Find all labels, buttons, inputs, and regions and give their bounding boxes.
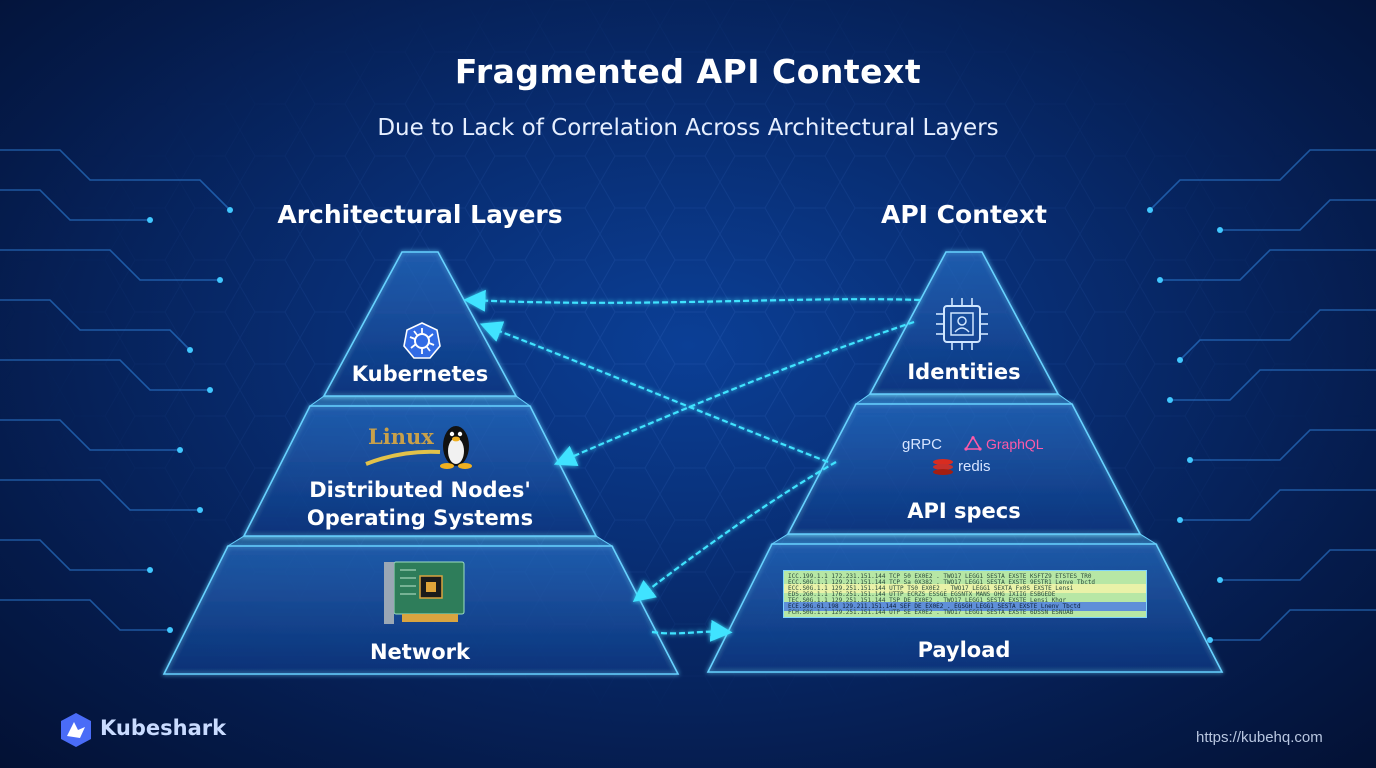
circuit-node [207, 387, 213, 393]
page-subtitle: Due to Lack of Correlation Across Archit… [377, 115, 999, 141]
circuit-trace [1149, 149, 1376, 211]
payload-row: ECC.S0G.1.1 129.211.151.144 TCP Sa 0X382… [788, 579, 1096, 586]
correlation-connectors [463, 289, 921, 642]
circuit-node [1207, 637, 1213, 643]
connector-network-to-payload [651, 619, 733, 642]
network-label: Network [369, 640, 470, 664]
circuit-trace [1220, 549, 1376, 581]
identity-chip-icon [936, 298, 988, 350]
circuit-trace [0, 249, 220, 281]
payload-row: ICC.199.1.1 172.231.151.144 TCP 50 EX0E2… [788, 573, 1092, 580]
identities-label: Identities [907, 360, 1021, 384]
payload-label: Payload [917, 638, 1011, 662]
circuit-trace [0, 479, 200, 511]
circuit-trace [1170, 369, 1376, 401]
circuit-node [167, 627, 173, 633]
circuit-node [197, 507, 203, 513]
circuit-trace [0, 599, 170, 631]
circuit-trace [1160, 249, 1376, 281]
circuit-node [1177, 517, 1183, 523]
os-tier-slab [226, 535, 614, 547]
os-label: Distributed Nodes' Operating Systems [270, 476, 570, 532]
linux-tux-icon: Linux [365, 424, 472, 469]
network-card-icon [384, 561, 465, 624]
circuit-trace [0, 419, 180, 451]
circuit-trace [0, 299, 191, 351]
graphql-icon [964, 436, 982, 451]
right-column-heading: API Context [881, 200, 1047, 229]
grpc-logo: gRPC [902, 436, 943, 453]
linux-logo-text: Linux [368, 424, 434, 449]
packet-capture-icon: ICC.199.1.1 172.231.151.144 TCP 50 EX0E2… [783, 570, 1147, 618]
left-column-heading: Architectural Layers [277, 200, 563, 229]
payload-row: ECE.S0G.61.198 129.211.151.144 SEF DE EX… [784, 602, 1146, 611]
redis-logo: redis [958, 458, 991, 475]
kubernetes-tier-slab [308, 395, 532, 407]
brand-url: https://kubehq.com [1196, 729, 1323, 746]
graphql-logo: GraphQL [986, 436, 1044, 452]
circuit-node [177, 447, 183, 453]
api-specs-tier-slab [770, 533, 1158, 545]
kubeshark-logo-icon [61, 713, 91, 747]
kubernetes-label: Kubernetes [351, 362, 489, 386]
api-specs-label: API specs [907, 499, 1021, 523]
circuit-node [1157, 277, 1163, 283]
circuit-trace [1179, 309, 1376, 361]
circuit-node [1217, 227, 1223, 233]
page-title: Fragmented API Context [454, 52, 922, 91]
connector-identities-to-os [553, 320, 915, 466]
circuit-node [1167, 397, 1173, 403]
payload-row: EDS.2G0.1.1 176.251.151.144 UTTP ECRZS E… [788, 591, 1056, 598]
circuit-node [1187, 457, 1193, 463]
circuit-trace [0, 539, 150, 571]
kubernetes-icon [403, 322, 441, 359]
circuit-node [1217, 577, 1223, 583]
circuit-node [217, 277, 223, 283]
circuit-node [1177, 357, 1183, 363]
circuit-node [147, 217, 153, 223]
protocol-logos: gRPC GraphQL redis [898, 434, 1058, 478]
brand-name: Kubeshark [100, 716, 227, 740]
identities-tier-slab [854, 393, 1074, 405]
circuit-trace [1220, 199, 1376, 231]
connector-apispecs-to-network [632, 461, 837, 603]
circuit-node [1147, 207, 1153, 213]
circuit-node [227, 207, 233, 213]
connector-apispecs-to-kubernetes [479, 321, 829, 464]
circuit-trace [1210, 609, 1376, 641]
circuit-trace [0, 189, 150, 221]
circuit-trace [1190, 429, 1376, 461]
os-label-line1: Distributed Nodes' [309, 478, 531, 502]
circuit-node [147, 567, 153, 573]
circuit-trace [1180, 489, 1376, 521]
connector-identities-to-kubernetes [463, 289, 921, 312]
redis-icon [933, 459, 953, 475]
os-label-line2: Operating Systems [306, 506, 534, 530]
circuit-trace [0, 359, 210, 391]
circuit-node [187, 347, 193, 353]
payload-row: ECC.S0G.1.1 129.251.151.144 UTTP TS0 EX0… [784, 584, 1146, 593]
payload-row: FCH.S0G.1.1 129.251.151.144 UTP SE EX0E2… [788, 609, 1074, 616]
circuit-trace [0, 149, 231, 211]
payload-row: TEC.S0G.1.1 129.251.151.144 TSP DE EX0E2… [788, 597, 1067, 604]
